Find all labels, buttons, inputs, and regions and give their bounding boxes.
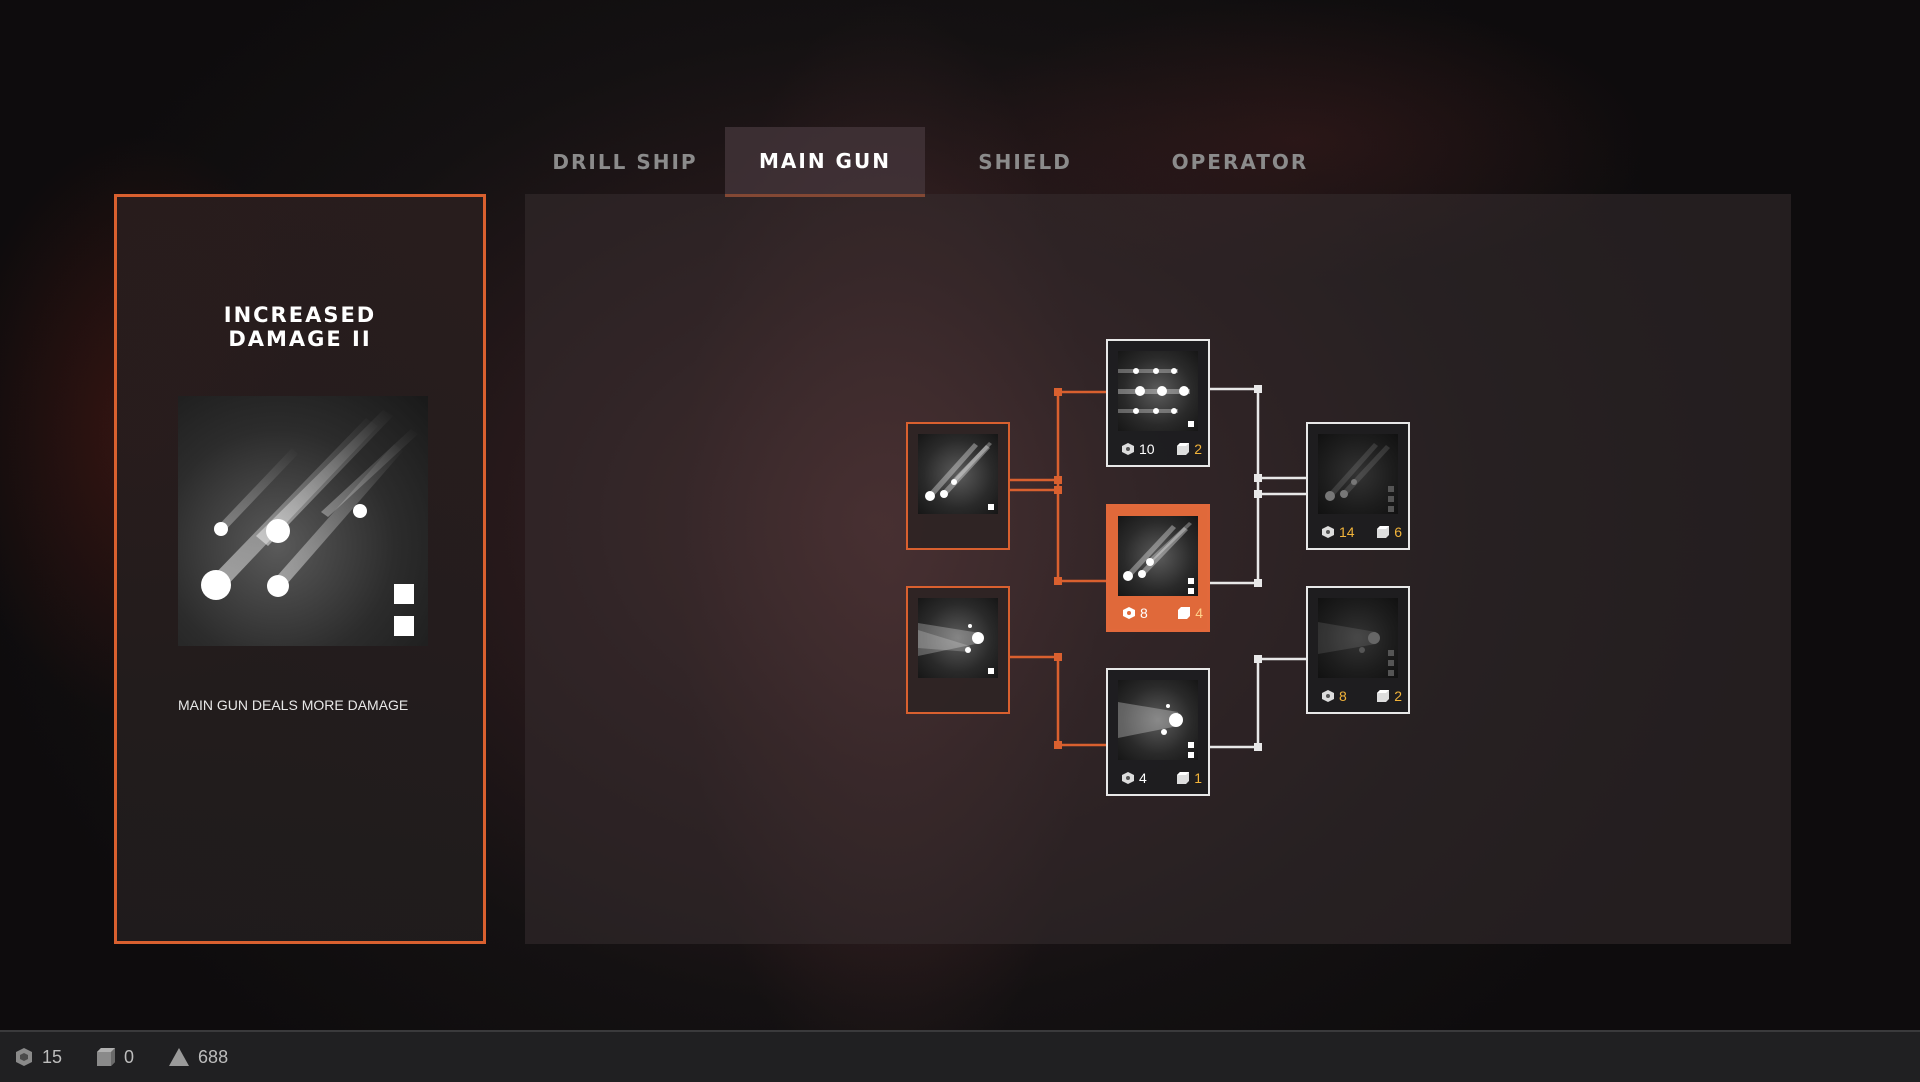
core-cost: 8 (1322, 688, 1347, 704)
multi-shot-icon (1118, 351, 1198, 431)
resource-bar: 15 0 688 (0, 1030, 1920, 1082)
cube-icon (97, 1048, 116, 1066)
core-icon (1322, 690, 1334, 702)
skill-node-tier2-spread[interactable]: 10 2 (1106, 339, 1210, 467)
tab-bar: DRILL SHIP MAIN GUN SHIELD OPERATOR (525, 127, 1355, 197)
comet-beam-icon (1118, 680, 1198, 760)
tab-shield[interactable]: SHIELD (978, 150, 1072, 174)
tab-main-gun[interactable]: MAIN GUN (725, 127, 925, 197)
skill-node-tier3-beam[interactable]: 8 2 (1306, 586, 1410, 714)
core-resource: 15 (14, 1047, 62, 1068)
skill-node-tier1-meteors[interactable] (906, 422, 1010, 550)
light-beam-icon (918, 598, 998, 678)
cost-row: 10 2 (1122, 441, 1202, 457)
meteor-streaks-icon (918, 434, 998, 514)
core-cost: 4 (1122, 770, 1147, 786)
comet-beam-icon (1318, 598, 1398, 678)
skill-tree-panel: 10 2 8 (525, 194, 1791, 944)
cost-row: 8 4 (1123, 605, 1203, 621)
meteor-shower-icon (1118, 516, 1198, 596)
cube-count: 0 (124, 1046, 135, 1067)
upgrade-description: MAIN GUN DEALS MORE DAMAGE (178, 697, 409, 713)
core-cost: 8 (1123, 605, 1148, 621)
core-icon (16, 1048, 32, 1066)
tab-operator[interactable]: OPERATOR (1171, 150, 1309, 174)
core-icon (1123, 607, 1135, 619)
altitude-count: 688 (198, 1046, 229, 1067)
triangle-icon (169, 1048, 190, 1066)
cube-cost: 2 (1177, 441, 1202, 457)
altitude-resource: 688 (168, 1047, 228, 1068)
meteor-streaks-icon (1318, 434, 1398, 514)
tab-drill-ship[interactable]: DRILL SHIP (552, 150, 698, 174)
core-icon (1122, 443, 1134, 455)
cost-row: 14 6 (1322, 524, 1402, 540)
skill-node-tier2-beam[interactable]: 4 1 (1106, 668, 1210, 796)
cube-icon (1377, 526, 1390, 538)
core-cost: 10 (1122, 441, 1155, 457)
skill-node-tier1-beam[interactable] (906, 586, 1010, 714)
skill-node-tier2-damage[interactable]: 8 4 (1106, 504, 1210, 632)
cube-icon (1178, 607, 1191, 619)
cube-cost: 4 (1178, 605, 1203, 621)
cube-cost: 1 (1177, 770, 1202, 786)
cube-cost: 2 (1377, 688, 1402, 704)
meteor-shower-icon (178, 396, 428, 646)
core-cost: 14 (1322, 524, 1355, 540)
upgrade-title: INCREASED DAMAGE II (223, 303, 377, 351)
cost-row: 4 1 (1122, 770, 1202, 786)
core-icon (1122, 772, 1134, 784)
core-icon (1322, 526, 1334, 538)
cube-resource: 0 (96, 1047, 134, 1068)
cube-icon (1177, 772, 1190, 784)
skill-node-tier3-meteors[interactable]: 14 6 (1306, 422, 1410, 550)
core-count: 15 (42, 1046, 63, 1067)
cube-cost: 6 (1377, 524, 1402, 540)
cube-icon (1177, 443, 1190, 455)
cost-row: 8 2 (1322, 688, 1402, 704)
upgrade-detail-panel: INCREASED DAMAGE II MAIN GUN DEALS MORE … (114, 194, 486, 944)
tree-connectors (1009, 385, 1307, 751)
cube-icon (1377, 690, 1390, 702)
